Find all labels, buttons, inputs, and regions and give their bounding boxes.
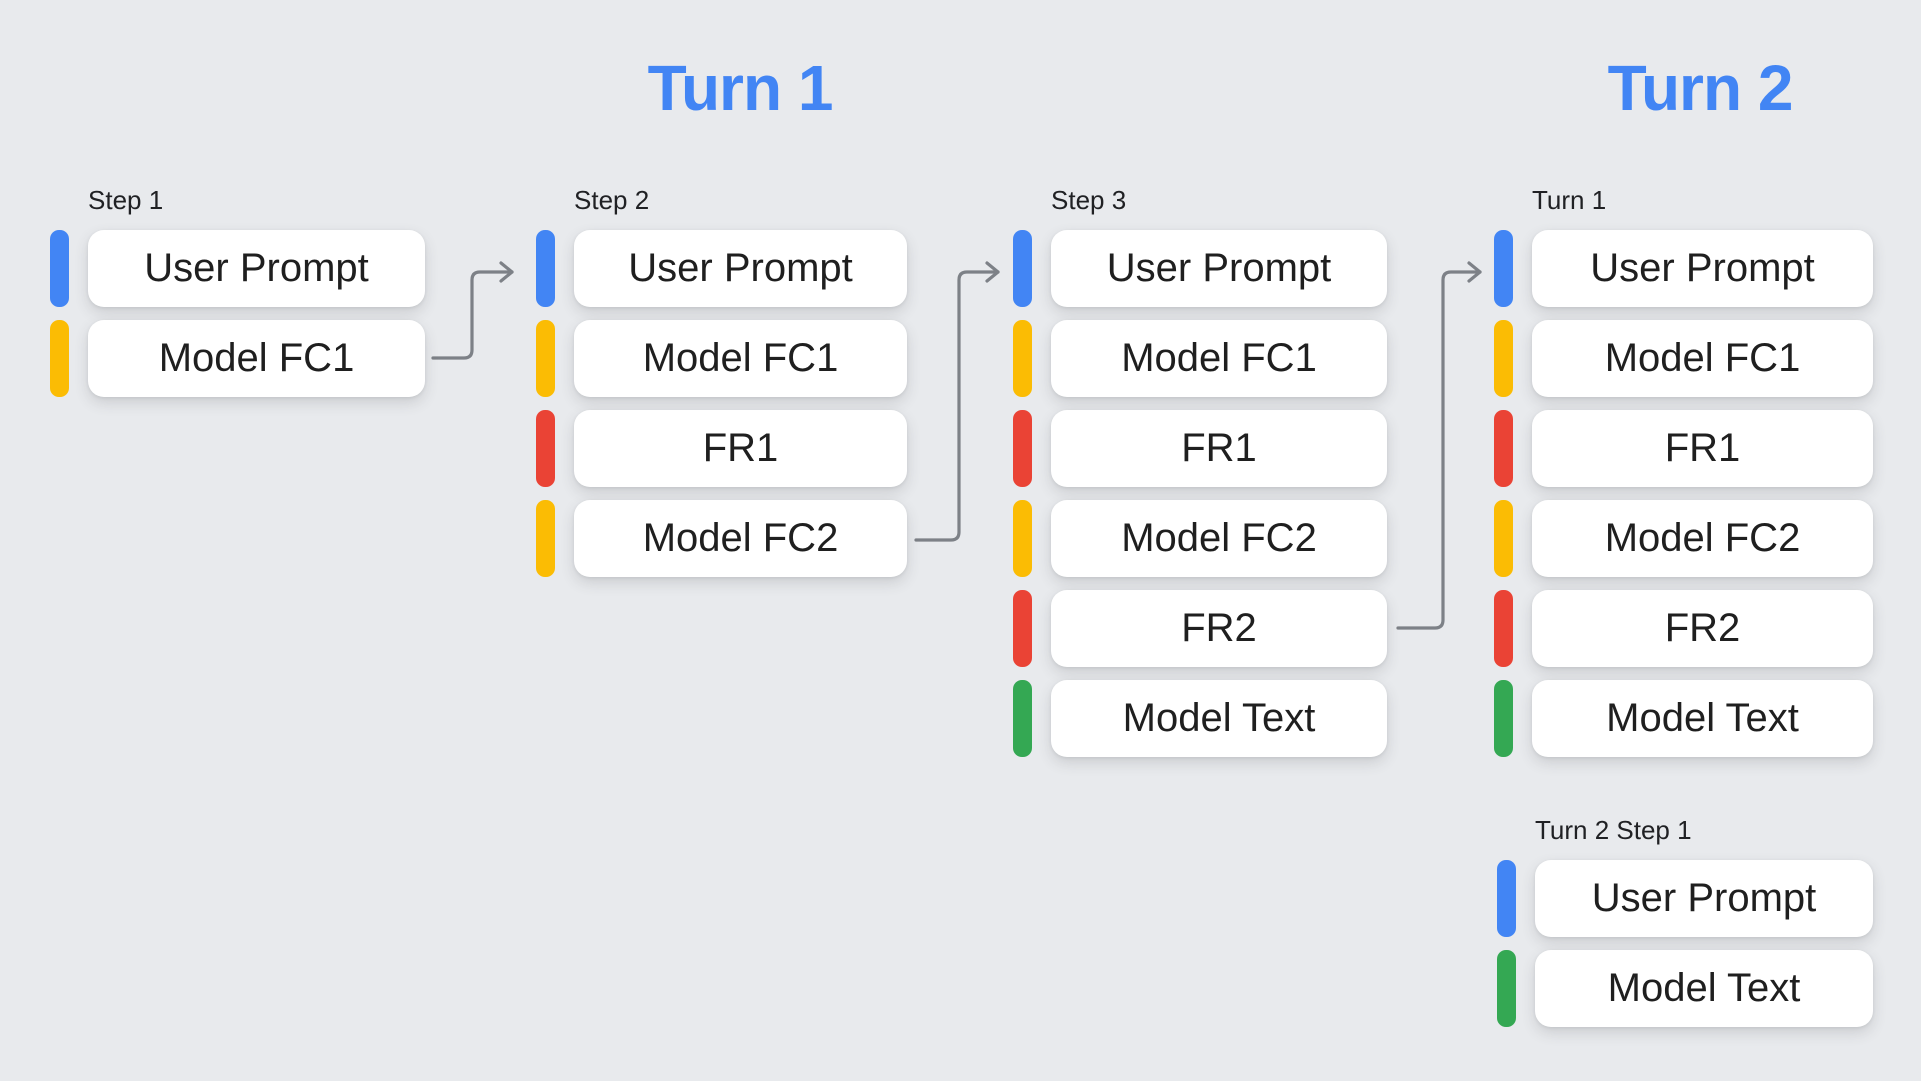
message-label: User Prompt [1106, 246, 1332, 290]
model-text-color-bar [1013, 680, 1032, 757]
message-row: User Prompt [1013, 230, 1387, 307]
message-box: Model FC1 [574, 320, 907, 397]
user-prompt-color-bar [1494, 230, 1513, 307]
message-row: Model Text [1494, 680, 1873, 757]
message-row: Model FC2 [1494, 500, 1873, 577]
column-turn2-step1: Turn 2 Step 1 User Prompt Model Text [1497, 815, 1873, 1040]
message-label: Model Text [1607, 966, 1801, 1010]
message-label: FR2 [1664, 606, 1741, 650]
message-box: User Prompt [88, 230, 425, 307]
message-label: User Prompt [1590, 246, 1815, 290]
message-box: User Prompt [1535, 860, 1873, 937]
arrow-step3-to-turn1 [1396, 261, 1482, 630]
message-row: User Prompt [1494, 230, 1873, 307]
arrow-step1-to-step2 [431, 261, 514, 360]
column-step1: Step 1 User Prompt Model FC1 [50, 185, 425, 410]
message-box: FR2 [1051, 590, 1387, 667]
column-label: Turn 1 [1532, 185, 1607, 215]
message-label: FR1 [1664, 426, 1741, 470]
message-box: FR1 [1051, 410, 1387, 487]
message-label: User Prompt [1591, 876, 1817, 920]
message-label: Model Text [1122, 696, 1316, 740]
function-response-color-bar [1494, 410, 1513, 487]
message-box: FR2 [1532, 590, 1873, 667]
model-fc-color-bar [1494, 500, 1513, 577]
message-box: Model Text [1051, 680, 1387, 757]
message-row: FR2 [1494, 590, 1873, 667]
message-label: Model FC1 [642, 336, 839, 380]
column-label: Step 3 [1051, 185, 1127, 215]
turn2-title: Turn 2 [1607, 52, 1794, 124]
message-box: Model Text [1532, 680, 1873, 757]
message-label: FR2 [1181, 606, 1257, 650]
message-label: Model FC2 [1121, 516, 1317, 560]
message-label: Model FC2 [1604, 516, 1801, 560]
column-turn1-history: Turn 1 User Prompt Model FC1 FR1 Model F… [1494, 185, 1873, 770]
column-label: Step 2 [574, 185, 650, 215]
message-row: FR2 [1013, 590, 1387, 667]
message-box: Model FC2 [1051, 500, 1387, 577]
message-label: Model FC1 [1121, 336, 1317, 380]
message-row: User Prompt [536, 230, 907, 307]
message-box: Model FC1 [1051, 320, 1387, 397]
message-box: FR1 [1532, 410, 1873, 487]
model-text-color-bar [1497, 950, 1516, 1027]
message-label: Model FC2 [642, 516, 839, 560]
message-row: Model FC2 [1013, 500, 1387, 577]
message-label: Model FC1 [158, 336, 355, 380]
model-fc-color-bar [536, 500, 555, 577]
arrow-step2-to-step3 [914, 261, 1000, 542]
message-row: Model FC2 [536, 500, 907, 577]
model-fc-color-bar [1013, 320, 1032, 397]
user-prompt-color-bar [1497, 860, 1516, 937]
column-step2: Step 2 User Prompt Model FC1 FR1 Model F… [536, 185, 907, 590]
function-response-color-bar [1013, 410, 1032, 487]
function-response-color-bar [1494, 590, 1513, 667]
user-prompt-color-bar [1013, 230, 1032, 307]
user-prompt-color-bar [536, 230, 555, 307]
message-box: FR1 [574, 410, 907, 487]
message-row: Model FC1 [1494, 320, 1873, 397]
message-box: User Prompt [1532, 230, 1873, 307]
message-label: FR1 [702, 426, 779, 470]
model-fc-color-bar [536, 320, 555, 397]
message-row: User Prompt [1497, 860, 1873, 937]
turn1-title: Turn 1 [647, 52, 834, 124]
message-row: FR1 [1013, 410, 1387, 487]
message-box: Model FC2 [574, 500, 907, 577]
message-row: Model Text [1497, 950, 1873, 1027]
message-label: User Prompt [144, 246, 369, 290]
message-box: Model FC2 [1532, 500, 1873, 577]
column-label: Turn 2 Step 1 [1535, 815, 1692, 845]
function-response-color-bar [1013, 590, 1032, 667]
function-response-color-bar [536, 410, 555, 487]
message-row: Model FC1 [1013, 320, 1387, 397]
message-box: Model FC1 [1532, 320, 1873, 397]
message-row: Model FC1 [536, 320, 907, 397]
message-box: Model FC1 [88, 320, 425, 397]
message-box: User Prompt [574, 230, 907, 307]
message-box: User Prompt [1051, 230, 1387, 307]
model-fc-color-bar [1013, 500, 1032, 577]
model-fc-color-bar [50, 320, 69, 397]
message-row: Model Text [1013, 680, 1387, 757]
message-label: Model FC1 [1604, 336, 1801, 380]
message-label: Model Text [1606, 696, 1799, 740]
message-label: User Prompt [628, 246, 853, 290]
model-text-color-bar [1494, 680, 1513, 757]
message-label: FR1 [1181, 426, 1257, 470]
model-fc-color-bar [1494, 320, 1513, 397]
message-row: FR1 [536, 410, 907, 487]
column-step3: Step 3 User Prompt Model FC1 FR1 Model F… [1013, 185, 1387, 770]
user-prompt-color-bar [50, 230, 69, 307]
message-row: User Prompt [50, 230, 425, 307]
column-label: Step 1 [88, 185, 164, 215]
message-row: Model FC1 [50, 320, 425, 397]
message-row: FR1 [1494, 410, 1873, 487]
message-box: Model Text [1535, 950, 1873, 1027]
